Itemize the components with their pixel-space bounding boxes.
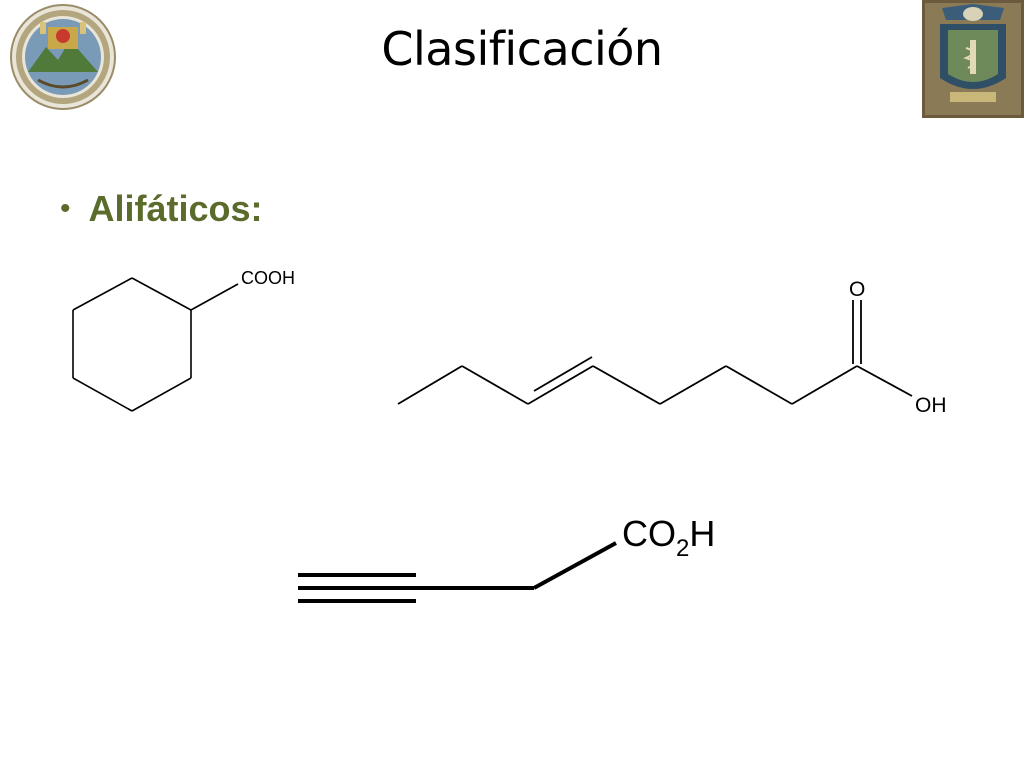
molecule-octenoic-acid: O OH: [397, 278, 947, 417]
bullet-dot-icon: •: [60, 192, 71, 225]
carbon-chain: [397, 300, 913, 405]
molecule-cyclohexane-acid: COOH: [72, 268, 295, 412]
alkyne-chain: [298, 541, 617, 603]
molecule-pentynoic-acid: CO2H: [298, 513, 715, 603]
hydroxyl-label: OH: [915, 394, 947, 417]
carbonyl-oxygen-label: O: [849, 278, 865, 301]
bullet-item: • Alifáticos:: [60, 188, 263, 230]
university-seal-icon: [10, 4, 116, 110]
carboxyl-label: CO2H: [622, 513, 715, 562]
bullet-text: Alifáticos:: [88, 188, 263, 229]
faculty-crest-icon: [922, 0, 1024, 118]
cyclohexane-ring: [72, 277, 239, 412]
page-title: Clasificación: [381, 22, 663, 76]
cooh-label: COOH: [241, 268, 295, 288]
